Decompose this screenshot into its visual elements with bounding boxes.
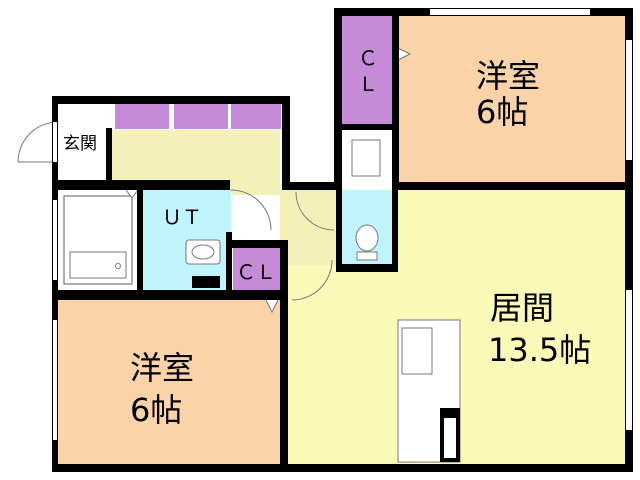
washer-pan (192, 276, 220, 288)
utility-door-swing (230, 189, 272, 231)
hall-door-swing (295, 191, 335, 231)
bedroom-top-size: 6帖 (476, 93, 529, 131)
window-top (430, 9, 590, 15)
entrance-label: 玄関 (63, 134, 97, 154)
closet-mid-label: ＣＬ (236, 260, 276, 284)
wall (282, 182, 342, 190)
wall (280, 240, 288, 466)
sink-counter (351, 139, 381, 177)
wall (336, 264, 398, 272)
storage-shelf-1 (115, 104, 169, 129)
fridge-inner (444, 418, 456, 458)
wall (52, 96, 58, 472)
living-room-size: 13.5帖 (488, 331, 592, 369)
wall (52, 464, 632, 472)
washbasin-bowl (191, 244, 215, 260)
bath-door-mark (125, 189, 139, 199)
toilet-bowl (355, 224, 379, 252)
entrance-opening (53, 122, 57, 162)
window-right-top (626, 40, 632, 160)
bedroom-top-name: 洋室 (476, 57, 541, 95)
washbasin (185, 239, 221, 265)
closet-top-floor (342, 15, 398, 125)
wall (334, 8, 342, 188)
bathtub (63, 195, 133, 285)
bedroom-bottom-size: 6帖 (130, 391, 183, 429)
storage-shelf-3 (231, 104, 281, 129)
wall (282, 96, 290, 188)
hallway-floor-lower (280, 190, 340, 265)
wall (226, 232, 232, 298)
bathtub-inner (69, 251, 127, 279)
wall (137, 190, 143, 290)
living-room-name: 居間 (490, 289, 555, 327)
wall (106, 128, 112, 180)
bedroom-bottom-floor (58, 300, 280, 466)
entrance-floor (58, 135, 110, 180)
walls (52, 8, 633, 472)
bedroom-bottom-name: 洋室 (130, 349, 195, 387)
toilet-tank (356, 251, 378, 261)
bedroom-door-swing (291, 259, 333, 301)
closet-top-label-c: Ｃ (358, 46, 378, 70)
wall (52, 290, 288, 300)
closet-mid-door-swing (265, 299, 279, 314)
closet-top-door-swing (397, 47, 412, 61)
entrance-door-swing (17, 121, 59, 163)
bath-drain (115, 263, 121, 269)
window-left-bath (53, 200, 57, 280)
closet-top-label-l: Ｌ (358, 72, 378, 96)
wall (625, 8, 633, 472)
wall (392, 182, 398, 272)
bath-floor (58, 190, 143, 290)
wall (392, 182, 632, 190)
wall (392, 8, 399, 190)
window-right-bottom (626, 290, 632, 430)
storage-shelf-2 (174, 104, 228, 129)
wall (336, 182, 342, 272)
wall (52, 96, 288, 104)
wall (226, 240, 288, 248)
utility-label: ＵＴ (162, 205, 202, 229)
kitchen-sink (401, 327, 433, 375)
window-left-bottom (53, 320, 57, 440)
wall (52, 180, 230, 190)
bedroom-top-floor (398, 15, 625, 190)
wall (342, 124, 398, 130)
